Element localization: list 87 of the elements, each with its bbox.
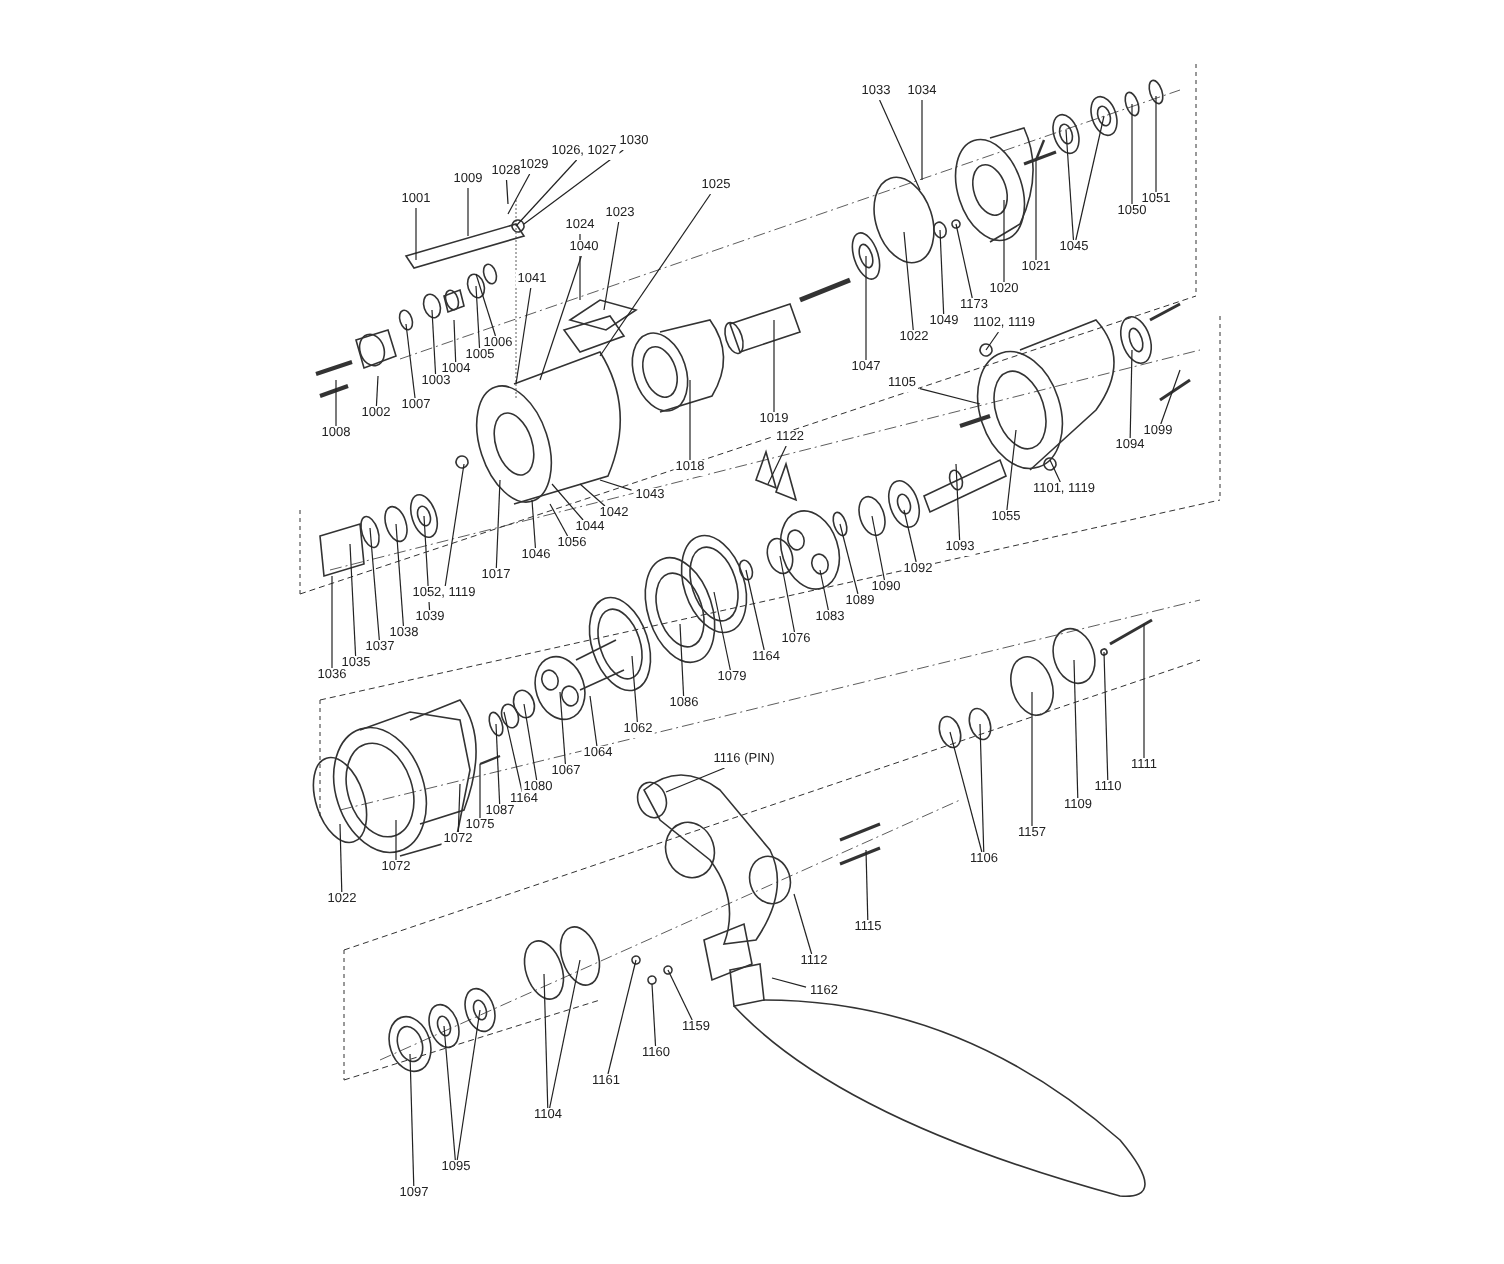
leader-line (523, 149, 624, 225)
leader-line (919, 388, 981, 405)
leader-line (1143, 623, 1145, 759)
leader-line (431, 309, 437, 375)
leader-line (409, 1053, 415, 1187)
leader-line (871, 515, 886, 581)
leader-line (599, 479, 633, 491)
leader-line (1075, 115, 1105, 241)
leader-line (456, 1009, 481, 1161)
leader-line (793, 893, 813, 955)
leader-line (495, 723, 501, 805)
leader-line (549, 503, 569, 537)
leader-line (505, 179, 509, 205)
leader-line (475, 285, 481, 349)
leader-line (1065, 129, 1075, 241)
leader-line (559, 691, 566, 765)
leader-line (475, 273, 497, 337)
leader-line (949, 731, 983, 853)
leader-line (523, 703, 538, 781)
leader-line (599, 193, 712, 357)
leader-line (1155, 95, 1157, 193)
leader-line (444, 463, 465, 587)
leader-line (985, 331, 1000, 351)
leader-line (339, 823, 343, 893)
leader-line (331, 575, 333, 669)
leader-line (779, 555, 796, 633)
leader-line (395, 523, 405, 627)
leader-line (539, 255, 582, 381)
leader-line (939, 229, 945, 315)
leader-line (349, 543, 357, 657)
leader-line (589, 695, 598, 747)
leader-line (607, 959, 637, 1075)
leader-line (405, 323, 416, 399)
leader-line (1003, 199, 1005, 283)
leader-line (415, 207, 417, 261)
leader-line (453, 319, 457, 363)
leader-line (979, 723, 985, 853)
leader-line (651, 983, 657, 1047)
leader-line (443, 1025, 456, 1161)
leader-line (771, 977, 807, 988)
leader-line (395, 819, 397, 861)
leader-line (903, 231, 914, 331)
leader-line (839, 523, 859, 595)
leader-line (1073, 659, 1079, 799)
leader-line (579, 483, 606, 507)
leader-line (495, 479, 501, 569)
leader-line (767, 445, 787, 485)
leader-line (1129, 349, 1133, 439)
leader-line (515, 159, 578, 227)
leader-line (955, 463, 961, 541)
leader-line (955, 223, 973, 299)
leader-line (865, 255, 867, 361)
leader-line (375, 375, 379, 407)
leader-line (515, 287, 532, 385)
leader-line (1103, 651, 1109, 781)
leader-line (457, 783, 461, 833)
leader-line (467, 187, 469, 237)
leader-line (1031, 691, 1033, 827)
leader-line (903, 509, 917, 563)
leader-line (603, 221, 620, 311)
leader-line (1035, 159, 1037, 261)
leader-line (1131, 103, 1133, 205)
leader-line (679, 623, 685, 697)
leader-line (507, 173, 531, 215)
leader-line (1006, 429, 1017, 511)
leader-line (335, 379, 337, 427)
leader-line (665, 767, 726, 793)
leader-line (631, 655, 638, 723)
leader-line (689, 379, 691, 461)
leader-line (819, 569, 829, 611)
leader-line (773, 319, 775, 413)
leader-line (667, 969, 693, 1021)
leader-line (579, 233, 581, 301)
leader-line (369, 527, 380, 641)
leader-line (549, 959, 581, 1109)
leader-line (1049, 459, 1061, 483)
leader-line (865, 849, 869, 921)
leader-line (1160, 369, 1181, 425)
leader-line (531, 499, 537, 549)
leader-line (503, 711, 523, 793)
leader-line (543, 973, 549, 1109)
leader-line (879, 99, 921, 191)
leader-line (551, 483, 584, 521)
leader-line (479, 763, 481, 819)
leader-line (745, 569, 765, 651)
leader-line (713, 591, 731, 671)
leader-line (921, 99, 923, 181)
